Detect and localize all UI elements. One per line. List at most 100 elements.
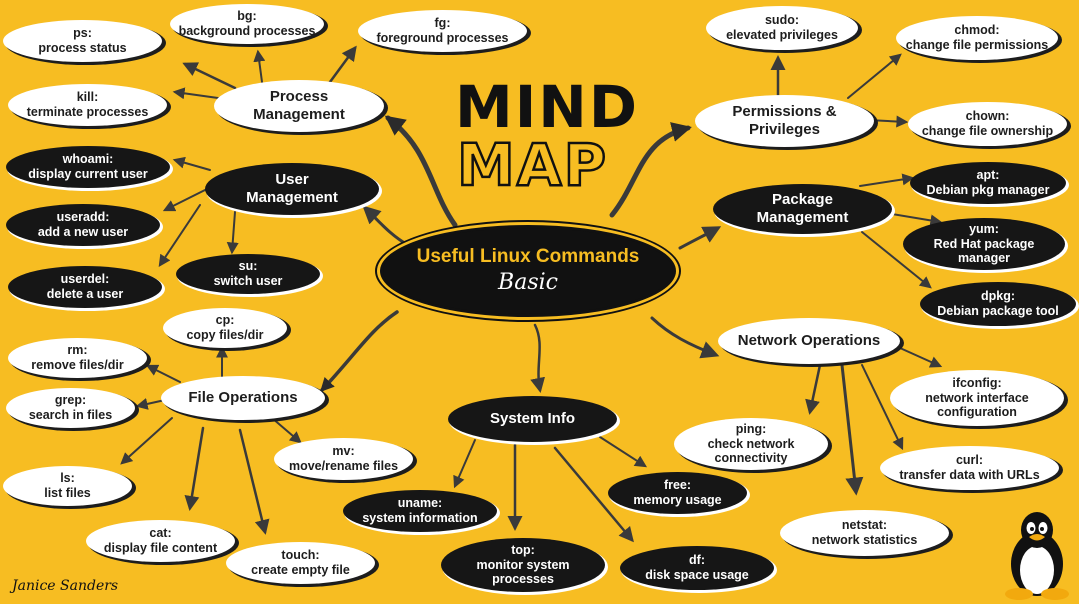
command-description: create empty file — [251, 563, 350, 577]
cmd-sudo: sudo:elevated privileges — [708, 8, 856, 48]
command-description: network interface configuration — [925, 390, 1029, 420]
command-name: netstat: — [841, 518, 888, 533]
mind-title-line1: MIND — [455, 73, 639, 141]
command-description: transfer data with URLs — [899, 468, 1040, 482]
command-name: chmod: — [954, 23, 1000, 38]
arrow-center-permissions — [609, 122, 692, 218]
author-signature: Janice Sanders — [12, 578, 119, 594]
cmd-kill: kill:terminate processes — [10, 86, 165, 124]
cmd-apt: apt:Debian pkg manager — [912, 164, 1064, 202]
command-description: Debian pkg manager — [926, 183, 1050, 197]
mind-title-line2: MAP — [456, 131, 609, 199]
command-description: foreground processes — [376, 31, 509, 45]
command-name: rm: — [67, 343, 88, 358]
arrow-center-file — [320, 310, 399, 393]
command-description: list files — [44, 486, 91, 500]
category-system-info: System Info — [450, 398, 615, 440]
command-description: process status — [38, 41, 127, 55]
arrow-center-process — [384, 115, 458, 228]
label: Network Operations — [737, 332, 881, 350]
command-name: apt: — [976, 168, 1000, 183]
cmd-mv: mv:move/rename files — [276, 440, 411, 478]
cmd-chmod: chmod:change file permissions — [898, 18, 1056, 58]
command-description: network statistics — [811, 533, 918, 547]
arrow-center-system — [530, 323, 546, 393]
command-name: su: — [238, 259, 258, 274]
command-name: ls: — [60, 471, 75, 486]
cmd-touch: touch:create empty file — [228, 544, 373, 582]
category-permissions-privileges: Permissions & Privileges — [697, 97, 872, 145]
cmd-su: su:switch user — [178, 256, 318, 292]
cmd-dpkg: dpkg:Debian package tool — [922, 284, 1074, 324]
label: User Management — [246, 171, 338, 206]
command-description: memory usage — [633, 493, 722, 507]
command-name: free: — [663, 478, 692, 493]
command-name: touch: — [281, 548, 320, 563]
command-name: fg: — [434, 16, 451, 31]
label: Permissions & Privileges — [732, 103, 837, 138]
cmd-curl: curl:transfer data with URLs — [882, 448, 1057, 488]
cmd-yum: yum:Red Hat package manager — [905, 220, 1063, 268]
category-network-operations: Network Operations — [720, 320, 898, 362]
category-package-management: Package Management — [715, 186, 890, 232]
command-name: top: — [511, 542, 535, 557]
command-name: userdel: — [60, 272, 110, 287]
command-name: ping: — [735, 421, 767, 436]
arrow-center-package — [678, 226, 722, 250]
label: System Info — [489, 410, 576, 428]
label: File Operations — [188, 389, 298, 407]
command-description: add a new user — [37, 225, 129, 239]
command-name: sudo: — [764, 13, 800, 28]
command-name: useradd: — [56, 210, 110, 225]
command-description: background processes — [178, 24, 316, 38]
command-description: terminate processes — [26, 105, 149, 119]
command-description: display current user — [28, 167, 148, 181]
cmd-ps: ps:process status — [5, 22, 160, 60]
center-topic: Useful Linux Commands Basic — [383, 228, 673, 314]
command-name: yum: — [969, 221, 999, 236]
command-description: search in files — [28, 408, 113, 422]
cmd-ls: ls:list files — [5, 468, 130, 504]
command-name: cp: — [215, 313, 235, 328]
command-name: grep: — [54, 393, 87, 408]
cmd-free: free:memory usage — [610, 474, 745, 512]
cmd-ping: ping:check network connectivity — [676, 420, 826, 468]
command-name: whoami: — [62, 152, 114, 167]
cmd-uname: uname:system information — [345, 492, 495, 530]
command-description: display file content — [103, 541, 218, 555]
command-description: system information — [362, 511, 478, 525]
label: Package Management — [756, 191, 849, 226]
command-name: ps: — [73, 26, 92, 41]
command-description: Debian package tool — [937, 304, 1059, 318]
command-name: cat: — [149, 526, 172, 541]
category-user-management: User Management — [207, 165, 377, 213]
command-description: delete a user — [46, 287, 124, 301]
command-name: dpkg: — [980, 289, 1016, 304]
cmd-grep: grep:search in files — [8, 390, 133, 426]
cmd-netstat: netstat:network statistics — [782, 512, 947, 554]
cmd-cat: cat:display file content — [88, 522, 233, 560]
cmd-bg: bg:background processes — [172, 6, 322, 42]
cmd-whoami: whoami:display current user — [8, 148, 168, 186]
cmd-rm: rm:remove files/dir — [10, 340, 145, 376]
command-description: remove files/dir — [31, 358, 124, 372]
command-description: change file ownership — [921, 124, 1054, 138]
command-description: change file permissions — [905, 38, 1049, 52]
arrow-center-user — [362, 205, 410, 247]
cmd-df: df:disk space usage — [622, 548, 772, 588]
label: Process Management — [253, 88, 345, 123]
center-title: Useful Linux Commands — [416, 245, 640, 267]
command-description: copy files/dir — [186, 328, 264, 342]
command-name: curl: — [955, 453, 984, 468]
command-description: check network connectivity — [707, 436, 795, 466]
cmd-top: top:monitor system processes — [443, 540, 603, 590]
cmd-ifconfig: ifconfig:network interface configuration — [892, 372, 1062, 424]
command-description: elevated privileges — [726, 28, 838, 42]
command-name: bg: — [237, 9, 257, 24]
command-name: mv: — [332, 444, 355, 459]
cmd-fg: fg:foreground processes — [360, 12, 525, 50]
category-process-management: Process Management — [216, 82, 382, 130]
cmd-userdel: userdel:delete a user — [10, 268, 160, 306]
